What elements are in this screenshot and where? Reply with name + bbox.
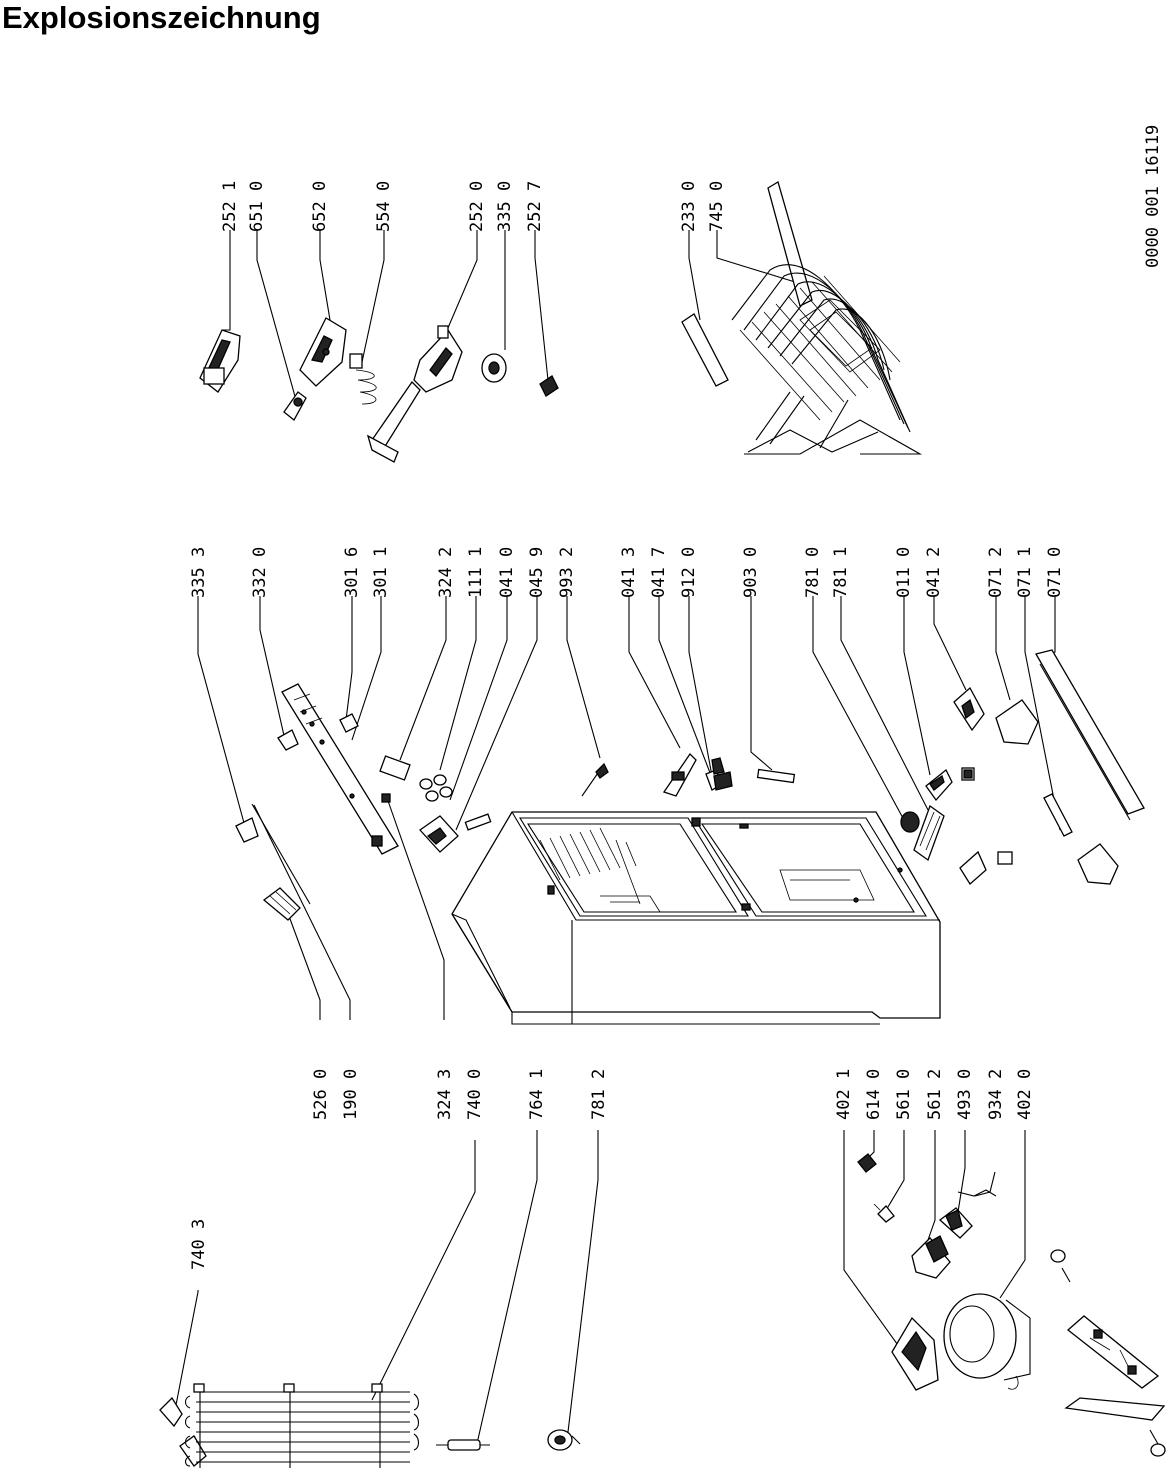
condenser-part — [159, 1383, 420, 1468]
part-label: 071 1 — [1015, 547, 1035, 598]
part-label: 041 7 — [649, 547, 669, 598]
part-label: 041 0 — [497, 547, 517, 598]
part-label: 233 0 — [679, 181, 699, 232]
part-label: 011 0 — [894, 547, 914, 598]
part-label: 324 3 — [435, 1069, 455, 1120]
relay-part — [857, 1153, 877, 1173]
part-label: 526 0 — [311, 1069, 331, 1120]
part-label: 335 0 — [495, 181, 515, 232]
part-label: 781 2 — [589, 1069, 609, 1120]
part-label: 045 9 — [527, 547, 547, 598]
clip-small-part — [873, 1203, 895, 1223]
part-label: 652 0 — [310, 181, 330, 232]
knob-small-part — [277, 729, 299, 751]
overload-part — [938, 1207, 973, 1239]
labels-group-top-right: 252 1 651 0 652 0 554 0 252 0 335 0 252 … — [220, 181, 545, 232]
cover-part — [900, 804, 945, 862]
part-label: 332 0 — [250, 547, 270, 598]
part-label: 740 0 — [465, 1069, 485, 1120]
spring-part — [349, 353, 377, 405]
light-switch-part — [339, 713, 359, 733]
compressor-part — [943, 1293, 1031, 1390]
part-label: 041 2 — [924, 547, 944, 598]
terminal-cover-part — [891, 1316, 939, 1391]
part-label: 493 0 — [955, 1069, 975, 1120]
drawing-number: 0000 001 16119 — [1143, 125, 1163, 268]
pin-part — [464, 813, 492, 831]
starter-relay-part — [911, 1235, 951, 1279]
knob-part — [283, 391, 307, 421]
hinge-upper-part — [662, 752, 733, 797]
part-label: 993 2 — [557, 547, 577, 598]
part-label: 781 1 — [831, 547, 851, 598]
part-label: 561 2 — [925, 1069, 945, 1120]
bottom-rail-part — [1035, 649, 1145, 837]
lamp-housing-part — [366, 325, 463, 463]
labels-group-wire-shelf: 233 0 745 0 — [679, 181, 727, 232]
part-label: 071 2 — [986, 547, 1006, 598]
part-label: 554 0 — [374, 181, 394, 232]
part-label: 324 2 — [436, 547, 456, 598]
part-label: 781 0 — [803, 547, 823, 598]
part-label: 402 1 — [834, 1069, 854, 1120]
part-label: 614 0 — [864, 1069, 884, 1120]
part-label: 740 3 — [189, 1219, 209, 1270]
part-label: 903 0 — [741, 547, 761, 598]
part-label: 041 3 — [619, 547, 639, 598]
part-label: 912 0 — [679, 547, 699, 598]
wire-part — [957, 1189, 997, 1197]
part-label: 301 1 — [371, 547, 391, 598]
page-title: Explosionszeichnung — [2, 0, 321, 35]
base-plate-part — [1050, 1249, 1166, 1457]
labels-group-middle-lower: 041 3 041 7 912 0 903 0 781 0 781 1 011 … — [619, 547, 1065, 598]
grille-part — [262, 887, 301, 921]
bulb-part — [481, 353, 507, 383]
part-label: 190 0 — [341, 1069, 361, 1120]
part-label: 252 7 — [525, 181, 545, 232]
foot-part — [995, 699, 1119, 885]
control-panel-part — [281, 683, 399, 855]
part-label: 764 1 — [527, 1069, 547, 1120]
part-label: 301 6 — [342, 547, 362, 598]
seal-part — [379, 755, 411, 803]
sensor-part — [581, 762, 609, 797]
thermostat-part — [299, 317, 347, 387]
part-label: 252 0 — [467, 181, 487, 232]
grommet-part — [547, 1429, 581, 1451]
labels-group-lower-left: 526 0 190 0 324 3 740 0 764 1 781 2 — [311, 1069, 609, 1120]
part-label: 402 0 — [1015, 1069, 1035, 1120]
handle-part — [756, 768, 796, 784]
part-label: 071 0 — [1045, 547, 1065, 598]
labels-group-condenser: 740 3 — [189, 1219, 209, 1270]
hinge-lower-part — [925, 686, 1013, 885]
cabinet-body-part — [451, 811, 941, 1025]
part-label: 335 3 — [189, 547, 209, 598]
hinge-cover-part — [419, 815, 459, 853]
thermostat-housing-part — [199, 329, 241, 393]
part-label: 252 1 — [220, 181, 240, 232]
bracket-part — [235, 803, 311, 905]
buttons-part — [419, 774, 453, 802]
wire-shelf-part — [681, 181, 923, 455]
part-label: 934 2 — [986, 1069, 1006, 1120]
labels-group-middle-upper: 335 3 332 0 301 6 301 1 324 2 111 1 041 … — [189, 547, 577, 598]
clip-part — [539, 375, 559, 397]
labels-group-lower-right: 402 1 614 0 561 0 561 2 493 0 934 2 402 … — [834, 1069, 1035, 1120]
part-label: 561 0 — [894, 1069, 914, 1120]
dryer-filter-part — [436, 1439, 490, 1451]
part-label: 745 0 — [707, 181, 727, 232]
part-label: 651 0 — [247, 181, 267, 232]
leader-lines — [175, 230, 1061, 1449]
part-label: 111 1 — [466, 547, 486, 598]
